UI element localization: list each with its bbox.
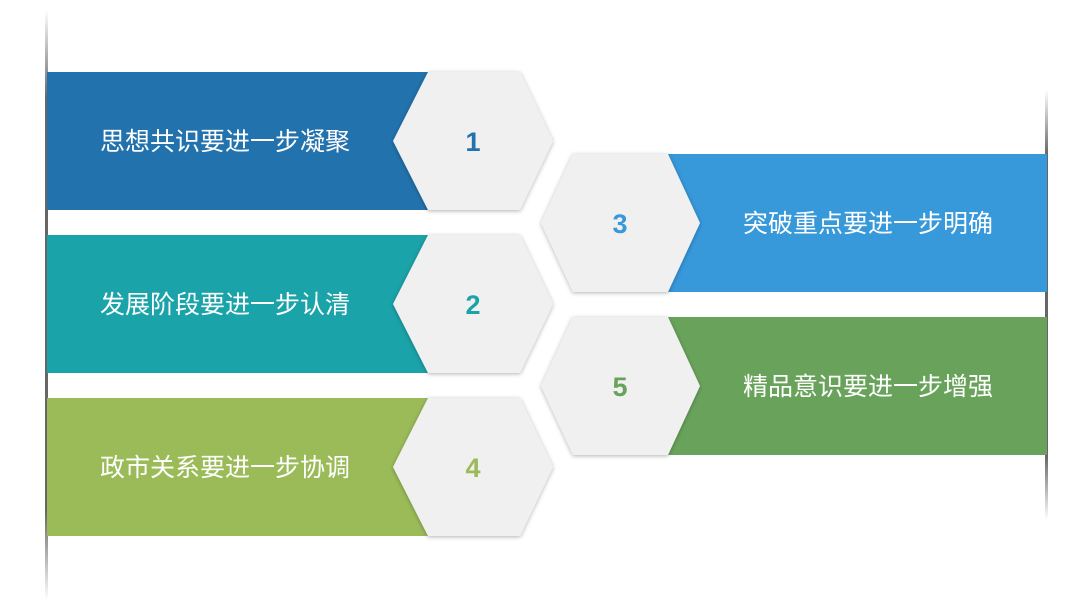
step-item: 发展阶段要进一步认清 2 (47, 235, 553, 373)
step-item: 政市关系要进一步协调 4 (47, 398, 553, 536)
step-number: 5 (612, 372, 627, 402)
hexagon-badge (393, 72, 553, 210)
step-number: 4 (465, 453, 480, 483)
step-number: 3 (612, 209, 627, 239)
hexagon-badge (541, 317, 700, 455)
step-label: 发展阶段要进一步认清 (100, 291, 350, 319)
step-item: 突破重点要进一步明确 3 (541, 154, 1047, 292)
step-label: 思想共识要进一步凝聚 (100, 128, 350, 156)
step-bar (650, 154, 1047, 292)
step-label: 政市关系要进一步协调 (100, 454, 350, 482)
step-bar (47, 398, 447, 536)
step-label: 精品意识要进一步增强 (743, 373, 993, 401)
step-bar (650, 317, 1047, 455)
step-number: 1 (465, 127, 480, 157)
step-bar (47, 235, 447, 373)
step-label: 突破重点要进一步明确 (743, 210, 993, 238)
step-item: 思想共识要进一步凝聚 1 (47, 72, 553, 210)
hexagon-badge (393, 398, 553, 536)
step-number: 2 (465, 290, 480, 320)
step-item: 精品意识要进一步增强 5 (541, 317, 1047, 455)
hexagon-badge (541, 154, 700, 292)
right-edge-shadow (1045, 90, 1048, 520)
hexagon-badge (393, 235, 553, 373)
left-edge-shadow (45, 10, 48, 600)
step-bar (47, 72, 447, 210)
